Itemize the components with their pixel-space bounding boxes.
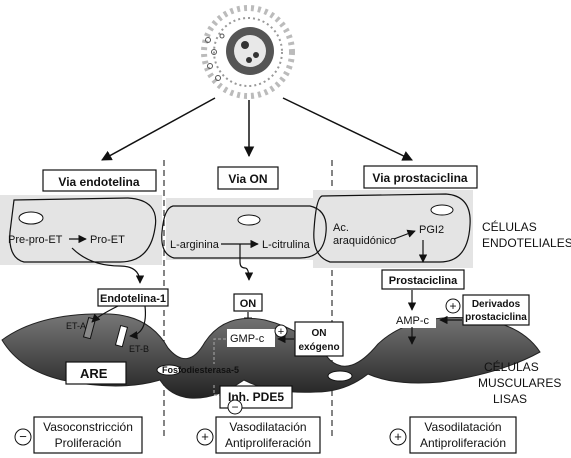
smooth-muscle-label-2: MUSCULARES [478, 376, 561, 390]
endothelin1-label: Endotelina-1 [100, 293, 166, 305]
prostacyclin-effect-sign: + [394, 429, 402, 444]
derivatives-label-2: prostaciclina [465, 312, 527, 323]
l-citrulline-label: L-citrulina [262, 239, 311, 251]
exogenous-no-label-2: exógeno [298, 342, 339, 353]
arachidonic-label-2: araquidónico [333, 235, 396, 247]
endothelin-effect-sign: − [19, 429, 27, 444]
no-effect-sign: + [201, 429, 209, 444]
pre-pro-et-label: Pre-pro-ET [8, 234, 63, 246]
pgi2-label: PGI2 [419, 224, 444, 236]
prostacyclin-effect-1: Vasodilatación [424, 420, 501, 434]
amp-c-label: AMP-c [396, 315, 430, 327]
endothelial-label-1: CÉLULAS [482, 219, 537, 234]
gmp-c-label: GMP-c [230, 333, 265, 345]
et-a-label: ET-A [66, 321, 86, 331]
et-b-label: ET-B [129, 344, 149, 354]
no-effect-1: Vasodilatación [229, 420, 306, 434]
prostacyclin-label: Prostaciclina [389, 275, 458, 287]
endothelin-effect-1: Vasoconstricción [43, 420, 133, 434]
no-label: ON [240, 298, 257, 310]
pde5-inhibitor-sign: − [231, 400, 238, 414]
prostacyclin-effect-2: Antiproliferación [420, 436, 506, 450]
vessel-cross-section [201, 5, 295, 99]
exogenous-no-label-1: ON [312, 328, 327, 339]
pde5-enzyme-label: Fosfodiesterasa-5 [162, 365, 239, 375]
exogenous-no-sign: + [278, 326, 284, 338]
arachidonic-label-1: Ac. [333, 222, 349, 234]
endothelial-label-2: ENDOTELIALES [482, 236, 571, 250]
no-effect-2: Antiproliferación [225, 436, 311, 450]
smooth-muscle-label-3: LISAS [493, 392, 527, 406]
derivatives-label-1: Derivados [472, 299, 521, 310]
title-prostacyclin: Via prostaciclina [372, 171, 467, 185]
pde5-inhibitor-label: Inh. PDE5 [228, 390, 284, 404]
derivatives-sign: + [449, 299, 456, 313]
title-endothelin: Via endotelina [58, 175, 139, 189]
are-label: ARE [80, 366, 108, 381]
title-no: Via ON [228, 172, 267, 186]
pro-et-label: Pro-ET [90, 234, 125, 246]
l-arginine-label: L-arginina [170, 239, 220, 251]
endothelin-effect-2: Proliferación [55, 436, 122, 450]
smooth-muscle-label-1: CÉLULAS [484, 359, 539, 374]
